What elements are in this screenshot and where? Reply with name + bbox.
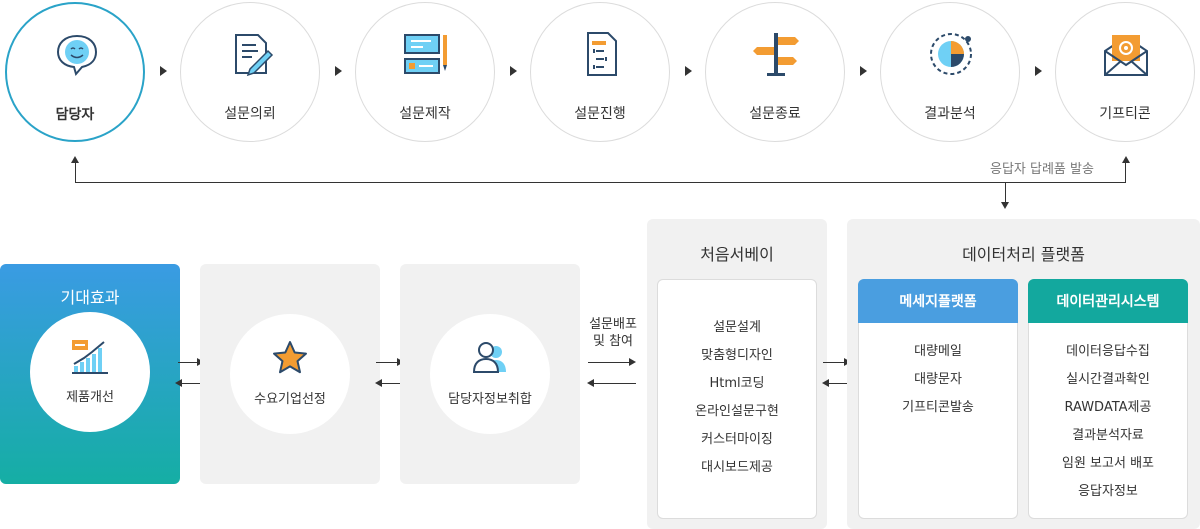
product-improvement-label: 제품개선 [66, 390, 114, 405]
demand-label: 수요기업선정 [254, 392, 326, 407]
connector-right [1125, 160, 1126, 182]
list-item: 온라인설문구현 [695, 404, 779, 419]
document-pencil-icon [235, 34, 274, 77]
list-item: 대량메일 [914, 344, 962, 359]
step-manager[interactable]: 담당자 [5, 2, 145, 142]
platform-title: 데이터처리 플랫폼 [962, 245, 1085, 264]
flow-arrow-icon [510, 66, 517, 76]
arrow-left-icon [175, 379, 182, 387]
smiley-speech-icon [56, 34, 98, 77]
list-item: 기프티콘발송 [902, 400, 974, 415]
survey-list-panel: 설문설계 맞춤형디자인 Html코딩 온라인설문구현 커스터마이징 대시보드제공 [657, 279, 817, 519]
arrow-left-icon [587, 379, 594, 387]
arrow-left [382, 383, 404, 384]
connector-left [75, 160, 76, 182]
survey-progress-icon [587, 32, 617, 76]
survey-design-icon [404, 34, 447, 74]
step-label: 설문종료 [749, 106, 801, 122]
list-item: 데이터응답수집 [1066, 344, 1150, 359]
list-item: RAWDATA제공 [1064, 400, 1152, 415]
step-analysis[interactable]: 결과분석 [880, 2, 1020, 142]
list-item: 대량문자 [914, 372, 962, 387]
manager-info-circle[interactable]: 담당자정보취합 [430, 314, 550, 434]
flow-arrow-icon [335, 66, 342, 76]
demand-circle[interactable]: 수요기업선정 [230, 314, 350, 434]
flow-arrow-icon [1035, 66, 1042, 76]
message-platform-list: 대량메일 대량문자 기프티콘발송 [859, 338, 1017, 422]
list-item: 결과분석자료 [1072, 428, 1144, 443]
distribution-line1: 설문배포 [589, 317, 637, 332]
flow-arrow-icon [160, 66, 167, 76]
flow-arrow-icon [685, 66, 692, 76]
step-label: 설문진행 [574, 106, 626, 122]
connector-down [1005, 183, 1006, 203]
arrow-left [594, 383, 636, 384]
step-label: 설문의뢰 [224, 106, 276, 122]
data-management-panel: 데이터관리시스템 데이터응답수집 실시간결과확인 RAWDATA제공 결과분석자… [1028, 279, 1188, 519]
manager-info-label: 담당자정보취합 [448, 392, 532, 407]
list-item: 대시보드제공 [701, 460, 773, 475]
arrow-right-icon [629, 358, 636, 366]
arrow-up-icon [1122, 156, 1130, 163]
step-label: 결과분석 [924, 106, 976, 122]
pie-analysis-icon [930, 33, 972, 75]
step-production[interactable]: 설문제작 [355, 2, 495, 142]
step-end[interactable]: 설문종료 [705, 2, 845, 142]
star-icon [273, 341, 307, 374]
message-platform-header: 메세지플랫폼 [858, 279, 1018, 323]
message-platform-panel: 메세지플랫폼 대량메일 대량문자 기프티콘발송 [858, 279, 1018, 519]
arrow-down-icon [1001, 202, 1009, 209]
distribution-label: 설문배포 및 참여 [580, 316, 646, 350]
connector-bottom [75, 182, 1126, 183]
list-item: 임원 보고서 배포 [1062, 456, 1154, 471]
arrow-up-icon [71, 156, 79, 163]
step-request[interactable]: 설문의뢰 [180, 2, 320, 142]
arrow-right [178, 362, 198, 363]
arrow-right [376, 362, 398, 363]
step-label: 기프티콘 [1099, 106, 1151, 122]
signpost-icon [753, 33, 799, 76]
expected-effect-box: 기대효과 제품개선 [0, 264, 180, 484]
arrow-left [829, 383, 851, 384]
list-item: 맞춤형디자인 [701, 348, 773, 363]
distribution-line2: 및 참여 [592, 334, 633, 349]
arrow-left [182, 383, 204, 384]
users-icon [472, 342, 506, 373]
arrow-left-icon [375, 379, 382, 387]
list-item: Html코딩 [709, 376, 765, 391]
list-item: 응답자정보 [1078, 484, 1138, 499]
data-management-list: 데이터응답수집 실시간결과확인 RAWDATA제공 결과분석자료 임원 보고서 … [1029, 338, 1187, 506]
step-label: 담당자 [55, 107, 95, 123]
arrow-right [823, 362, 845, 363]
bar-chart-icon [72, 340, 108, 374]
reward-note: 응답자 답례품 발송 [990, 162, 1094, 177]
step-progress[interactable]: 설문진행 [530, 2, 670, 142]
arrow-right [588, 362, 630, 363]
list-item: 설문설계 [713, 320, 761, 335]
step-label: 설문제작 [399, 106, 451, 122]
survey-box: 처음서베이 설문설계 맞춤형디자인 Html코딩 온라인설문구현 커스터마이징 … [647, 219, 827, 529]
survey-title: 처음서베이 [700, 245, 774, 264]
step-gifticon[interactable]: 기프티콘 [1055, 2, 1195, 142]
data-management-header: 데이터관리시스템 [1028, 279, 1188, 323]
arrow-left-icon [822, 379, 829, 387]
platform-box: 데이터처리 플랫폼 메세지플랫폼 대량메일 대량문자 기프티콘발송 데이터관리시… [847, 219, 1200, 529]
product-improvement-circle[interactable]: 제품개선 [30, 312, 150, 432]
expected-effect-title: 기대효과 [60, 288, 120, 307]
demand-box: 수요기업선정 [200, 264, 380, 484]
list-item: 실시간결과확인 [1066, 372, 1150, 387]
manager-info-box: 담당자정보취합 [400, 264, 580, 484]
flow-arrow-icon [860, 66, 867, 76]
survey-list: 설문설계 맞춤형디자인 Html코딩 온라인설문구현 커스터마이징 대시보드제공 [658, 314, 816, 482]
list-item: 커스터마이징 [701, 432, 773, 447]
mail-at-icon [1104, 35, 1148, 76]
